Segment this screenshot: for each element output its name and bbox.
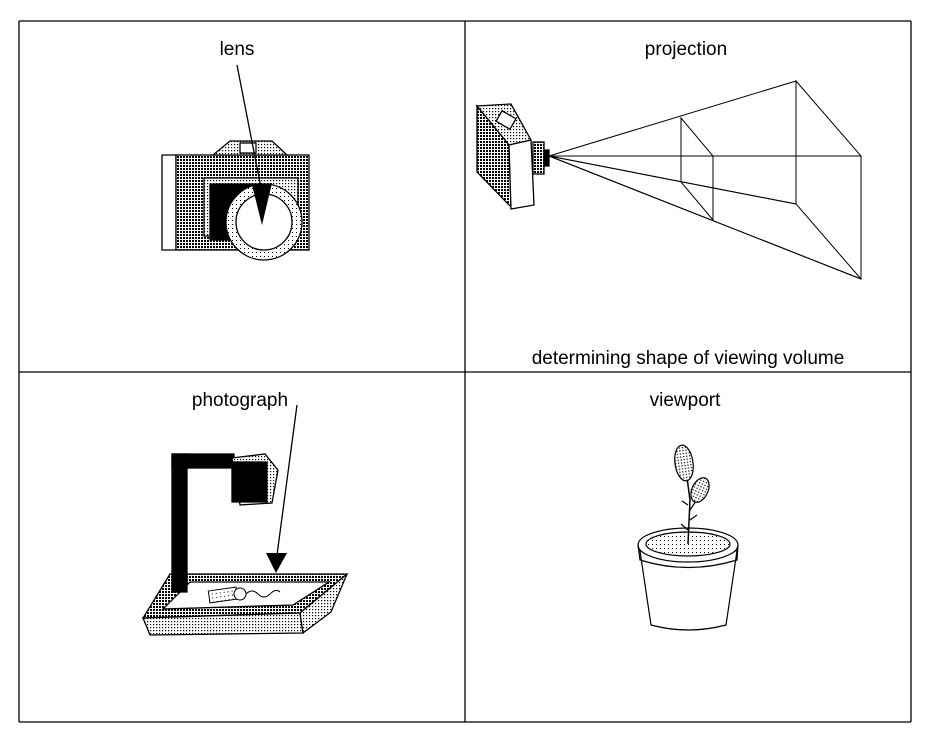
flower-bud-2 xyxy=(690,477,710,503)
print-image xyxy=(207,586,281,604)
proj-camera-lens xyxy=(532,141,545,175)
photograph-label: photograph xyxy=(191,390,289,411)
flower-bud-1 xyxy=(674,444,694,482)
projection-camera-icon xyxy=(475,103,550,210)
lens-pointer xyxy=(236,64,272,225)
grid-frame xyxy=(18,20,912,723)
camera-viewfinder xyxy=(239,142,257,154)
baseboard-right xyxy=(299,573,348,635)
proj-camera-front xyxy=(508,139,535,210)
flowerpot-icon xyxy=(637,444,739,631)
proj-camera-prism xyxy=(495,109,517,131)
far-plane xyxy=(795,79,862,281)
projection-caption: determining shape of viewing volume xyxy=(531,348,845,369)
projection-label: projection xyxy=(644,39,728,60)
enlarger-column xyxy=(171,453,188,593)
near-plane xyxy=(680,116,714,222)
frustum-edge xyxy=(548,155,797,205)
lens-to-far-bottom xyxy=(548,155,862,280)
enlarger-arm xyxy=(171,453,235,469)
viewport-label: viewport xyxy=(649,390,721,411)
enlarger-lamp xyxy=(231,461,268,503)
photograph-pointer xyxy=(266,404,298,573)
camera-side xyxy=(161,154,177,251)
viewing-frustum xyxy=(548,79,862,281)
enlarger-icon xyxy=(141,453,349,636)
pot-body xyxy=(639,550,738,631)
lens-label: lens xyxy=(219,39,255,60)
camera-icon xyxy=(161,140,310,261)
